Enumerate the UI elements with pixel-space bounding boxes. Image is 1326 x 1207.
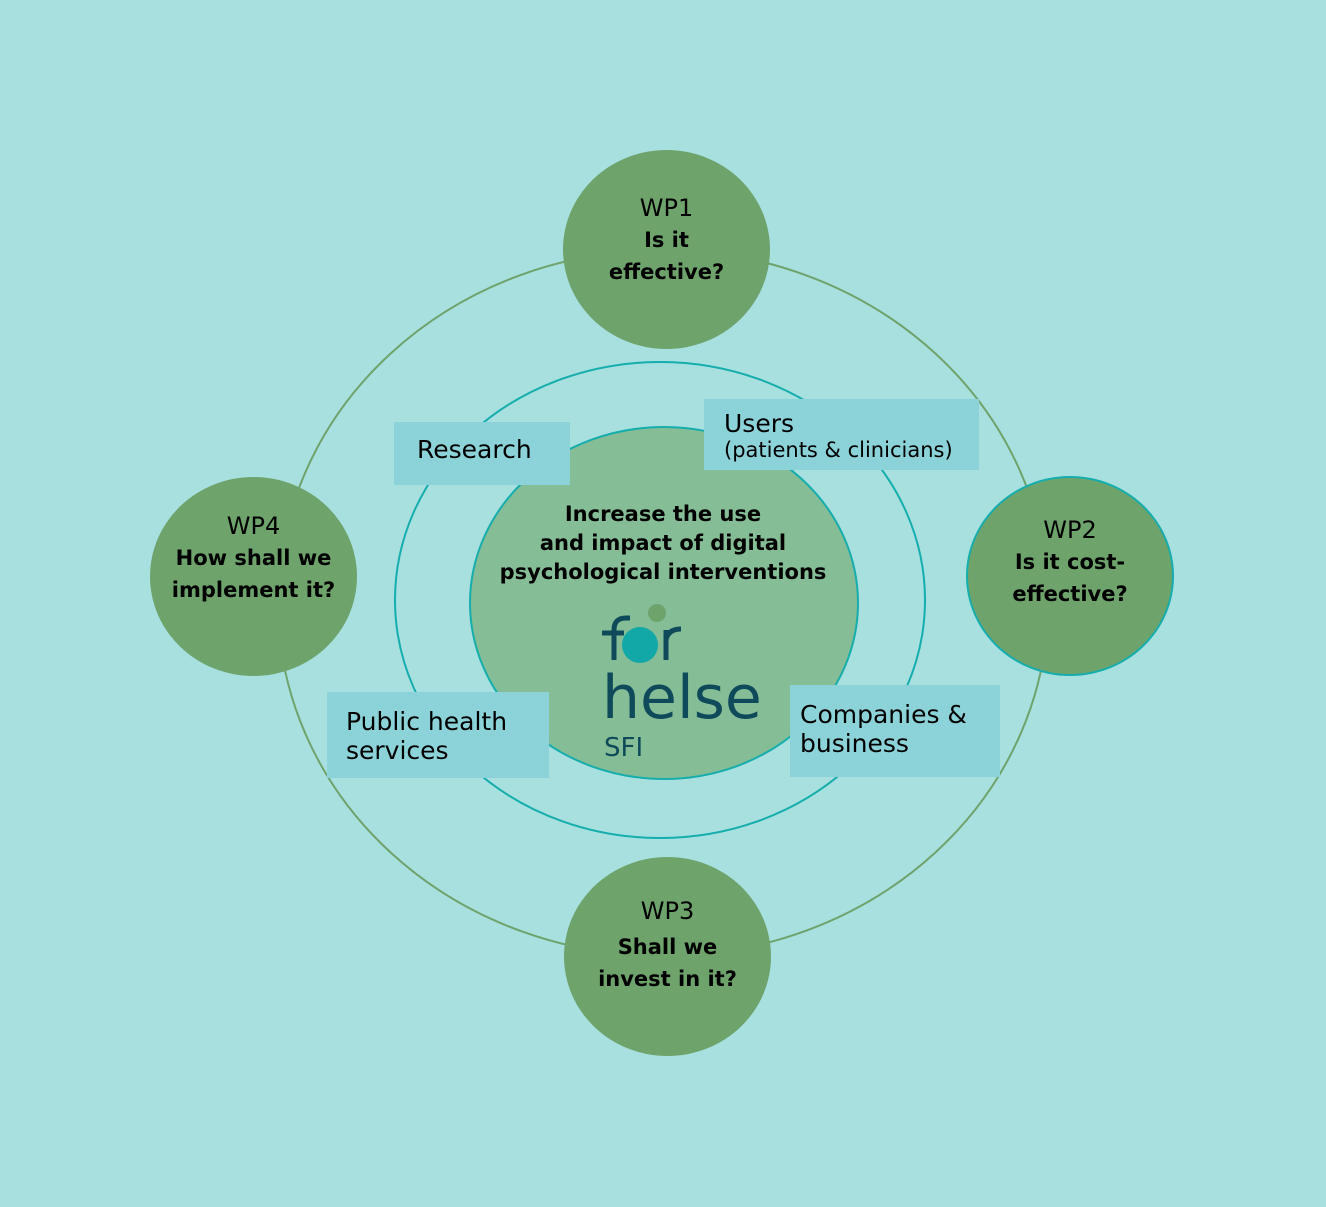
center-goal-text: Increase the use and impact of digital p… [470, 500, 856, 587]
wp2-question: Is it cost- effective? [968, 546, 1172, 610]
companies-box: Companies & business [790, 685, 1000, 777]
logo-word-sfi: SFI [604, 733, 643, 763]
wp2-question-line: Is it cost- [1014, 550, 1126, 574]
wp2-circle: WP2 Is it cost- effective? [966, 476, 1174, 676]
wp4-question-line: implement it? [171, 578, 336, 602]
research-box: Research [394, 422, 570, 485]
logo-letter-f [611, 615, 630, 660]
companies-label-line: business [800, 729, 909, 758]
wp3-question-line: invest in it? [598, 967, 737, 991]
center-goal-line: Increase the use [564, 502, 762, 526]
wp3-question: Shall we invest in it? [564, 931, 771, 995]
research-label: Research [417, 435, 532, 464]
companies-label-line: Companies & [800, 700, 967, 729]
wp2-question-line: effective? [1012, 582, 1128, 606]
wp3-circle: WP3 Shall we invest in it? [564, 857, 771, 1056]
wp1-question-line: effective? [608, 260, 725, 284]
wp1-question: Is it effective? [563, 224, 770, 288]
inner-ring [394, 361, 926, 839]
wp3-label: WP3 [640, 897, 695, 925]
wp1-label: WP1 [639, 194, 694, 222]
public-health-box: Public health services [327, 692, 549, 778]
wp4-circle: WP4 How shall we implement it? [150, 477, 357, 676]
logo-letter-r [663, 626, 682, 660]
center-goal-line: psychological interventions [499, 560, 827, 584]
users-sublabel: (patients & clinicians) [724, 438, 953, 462]
wp4-question-line: How shall we [175, 546, 332, 570]
center-circle [469, 426, 859, 780]
wp4-label: WP4 [226, 512, 281, 540]
wp3-question-line: Shall we [617, 935, 718, 959]
public-health-label-line: services [346, 736, 449, 765]
users-label: Users [724, 409, 795, 438]
logo-small-dot [648, 604, 666, 622]
public-health-label-line: Public health [346, 707, 508, 736]
wp1-circle: WP1 Is it effective? [563, 150, 770, 349]
wp4-question: How shall we implement it? [150, 542, 357, 606]
wp2-label: WP2 [1043, 516, 1097, 544]
center-goal-line: and impact of digital [539, 531, 787, 555]
logo-word-helse: helse [602, 663, 762, 733]
forhelse-sfi-logo: helse SFI [602, 604, 762, 763]
users-box: Users (patients & clinicians) [704, 399, 979, 470]
wp1-question-line: Is it [644, 228, 689, 252]
logo-dot [622, 627, 658, 663]
